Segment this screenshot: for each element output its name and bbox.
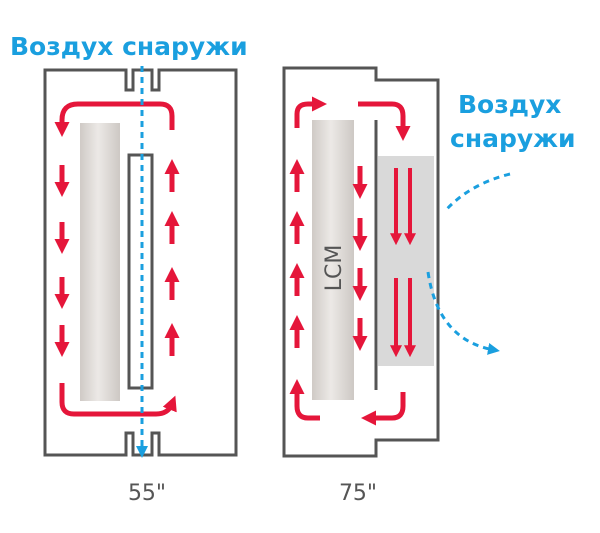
red-arrow-icon — [294, 96, 327, 128]
blue-dashed-arrow-icon — [426, 271, 500, 355]
airflow-arrows-75 — [289, 96, 411, 426]
airflow-arrows-55 — [54, 101, 180, 417]
red-arrow-icon — [59, 383, 177, 417]
red-arrow-icon — [361, 392, 406, 426]
air-outside-label-right-line2: снаружи — [450, 124, 576, 153]
red-arrow-icon — [54, 101, 175, 137]
lcm-label: LCM — [322, 245, 347, 292]
enclosure-75-outline — [282, 66, 440, 458]
red-arrow-icon — [289, 379, 320, 421]
air-outside-label-right-line1: Воздух — [458, 90, 561, 119]
blue-dashed-arrow-icon — [444, 172, 511, 212]
size-label-55: 55" — [128, 481, 166, 506]
red-arrow-icon — [358, 101, 411, 141]
lcm-panel-55 — [80, 123, 120, 401]
size-label-75: 75" — [339, 481, 377, 506]
lcm-panel-75 — [312, 120, 354, 400]
enclosure-55-outline — [43, 68, 238, 457]
heat-exchanger — [378, 156, 434, 366]
unit-75-diagram: LCM — [282, 66, 511, 458]
heat-exchanger-arrows — [390, 168, 416, 358]
air-outside-label-left: Воздух снаружи — [10, 32, 248, 61]
unit-55-diagram — [43, 66, 238, 458]
